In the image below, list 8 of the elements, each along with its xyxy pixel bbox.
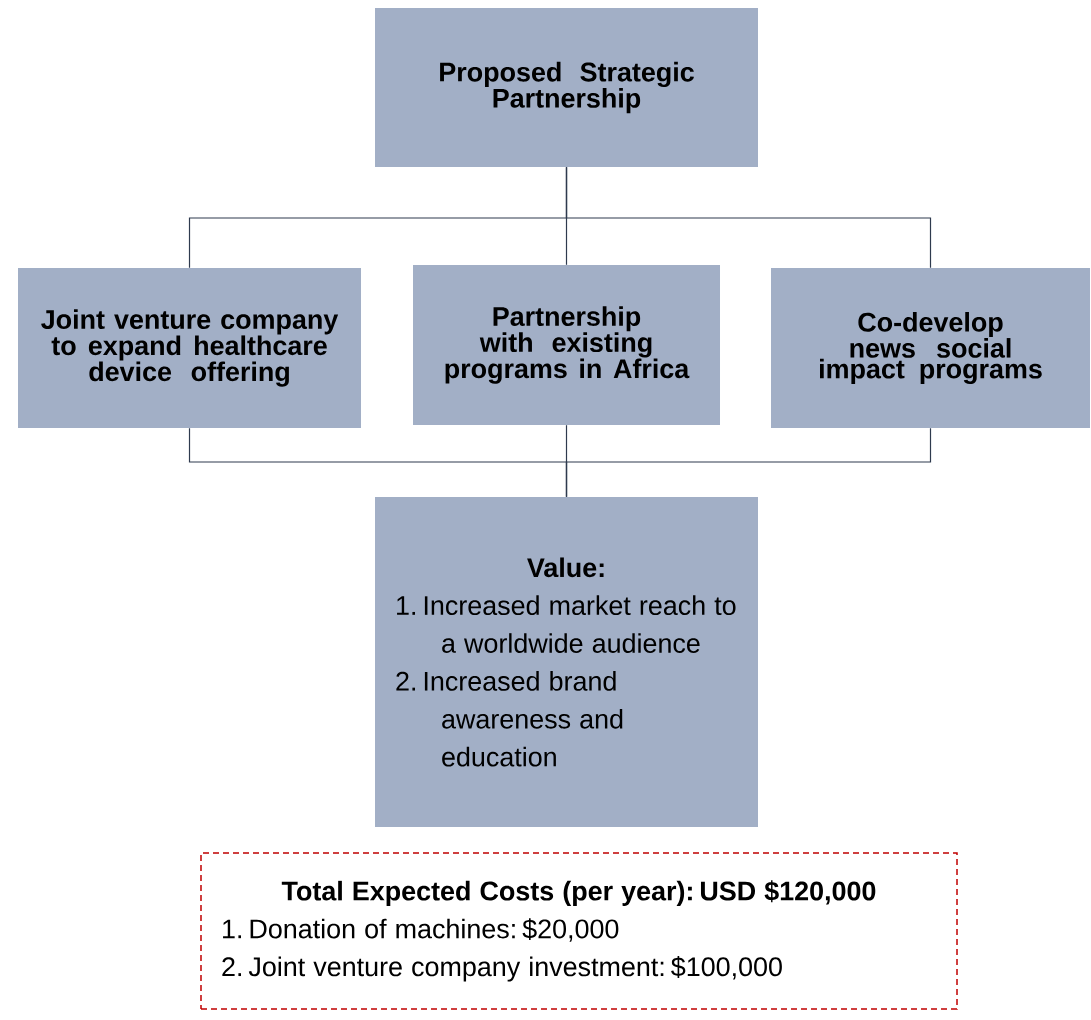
cost-box: Total Expected Costs (per year): USD $120,000 1. Donation of machines: $20,000 2. Joint venture company investment: $100,000 xyxy=(200,852,958,1010)
process-box: Proposed Strategic Partnership xyxy=(375,8,758,167)
connector-line xyxy=(565,166,932,269)
value-box: Value: 1. Increased market reach to a worldwide audience 2. Increased brand awareness and education xyxy=(375,497,758,827)
process-box: Partnership with existing programs in Africa xyxy=(413,265,720,425)
process-box: Joint venture company to expand healthcare device offering xyxy=(18,268,361,428)
process-box: Co-develop news social impact programs xyxy=(771,268,1090,428)
connector-line xyxy=(565,427,932,498)
